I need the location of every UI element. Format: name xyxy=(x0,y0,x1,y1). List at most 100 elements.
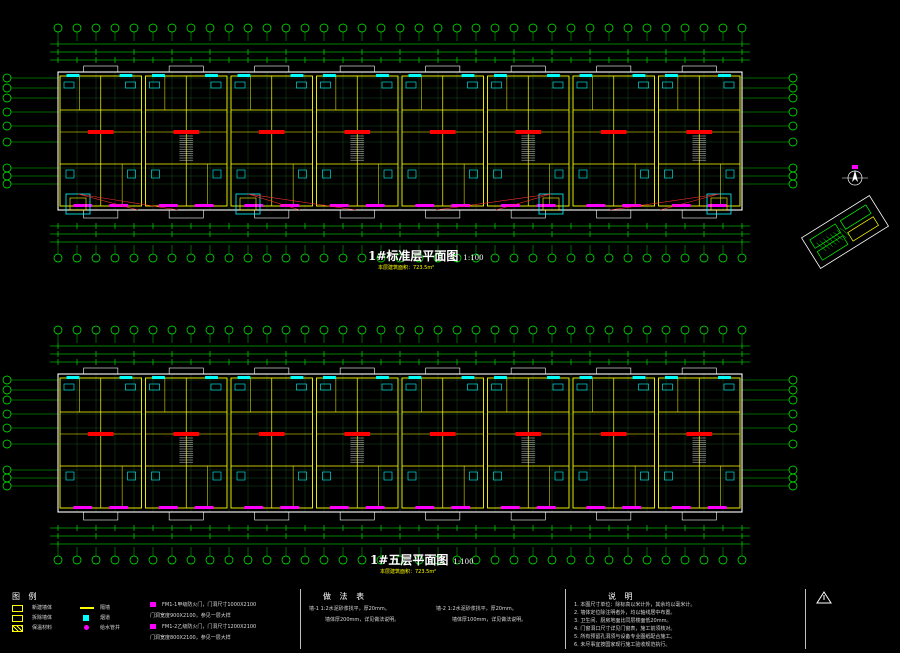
axis-bubble xyxy=(281,555,291,565)
balcony xyxy=(83,511,119,521)
axis-bubble xyxy=(319,325,329,335)
axis-bubble xyxy=(186,325,196,335)
window-mark xyxy=(718,74,731,77)
axis-bubble xyxy=(376,325,386,335)
axis-bubble xyxy=(262,23,272,33)
fixture xyxy=(662,383,673,391)
north-marker xyxy=(852,165,858,169)
note-line: 6. 未尽事宜按国家现行施工验收规范执行。 xyxy=(574,642,671,648)
axis-bubble xyxy=(718,253,728,263)
fixture xyxy=(407,471,417,481)
beam-mark xyxy=(173,130,200,134)
window-mark xyxy=(632,376,646,379)
note-line: 5. 所有预留孔洞须与设备专业图纸配合施工。 xyxy=(574,634,676,640)
window-mark xyxy=(365,506,385,509)
window-mark xyxy=(329,204,349,207)
window-mark xyxy=(205,74,218,77)
legend-item: 门洞宽度900X2100，参见一层大样 xyxy=(150,613,231,619)
axis-bubble xyxy=(433,325,443,335)
window-mark xyxy=(158,204,178,207)
axis-bubble xyxy=(205,555,215,565)
detail-leader xyxy=(609,193,720,211)
axis-bubble xyxy=(471,23,481,33)
window-mark xyxy=(415,204,435,207)
axis-bubble xyxy=(414,253,424,263)
axis-bubble xyxy=(452,23,462,33)
axis-bubble xyxy=(471,253,481,263)
axis-bubble xyxy=(2,465,12,475)
axis-bubble xyxy=(788,73,798,83)
axis-bubble xyxy=(2,171,12,181)
axis-bubble xyxy=(357,325,367,335)
window-mark xyxy=(536,204,556,207)
fixture xyxy=(640,471,649,481)
axis-bubble xyxy=(699,253,709,263)
fixture xyxy=(298,471,307,481)
axis-bubble xyxy=(414,555,424,565)
axis-bubble xyxy=(129,325,139,335)
beam-mark xyxy=(258,432,285,436)
axis-bubble xyxy=(788,409,798,419)
fixture xyxy=(149,383,160,391)
axis-bubble xyxy=(91,555,101,565)
axis-bubble xyxy=(680,23,690,33)
axis-bubble xyxy=(110,253,120,263)
window-mark xyxy=(205,376,218,379)
window-mark xyxy=(73,204,93,207)
axis-bubble xyxy=(2,423,12,433)
fixture xyxy=(296,383,307,391)
beam-mark xyxy=(87,432,114,436)
window-mark xyxy=(494,74,507,77)
fire-door-b-swatch xyxy=(150,624,156,629)
fixture xyxy=(638,383,649,391)
balcony xyxy=(339,367,375,375)
standard-floor-plan xyxy=(2,23,798,263)
axis-bubble xyxy=(490,253,500,263)
window-mark xyxy=(329,506,349,509)
balcony xyxy=(510,367,546,375)
axis-bubble xyxy=(509,23,519,33)
beam-mark xyxy=(686,432,713,436)
axis-bubble xyxy=(528,23,538,33)
window-mark xyxy=(244,506,264,509)
window-mark xyxy=(461,376,475,379)
axis-bubble xyxy=(224,555,234,565)
practice-line: 墙-1 1:2水泥砂浆找平，厚20mm。 xyxy=(309,606,390,612)
axis-bubble xyxy=(452,325,462,335)
balcony xyxy=(681,65,717,73)
axis-bubble xyxy=(661,253,671,263)
window-mark xyxy=(579,74,593,77)
window-mark xyxy=(718,376,731,379)
legend-item: 隔墙 xyxy=(100,605,111,611)
axis-bubble xyxy=(205,253,215,263)
axis-bubble xyxy=(585,23,595,33)
detail-leader xyxy=(77,193,179,211)
detail-leader xyxy=(435,193,552,211)
fixture xyxy=(125,383,136,391)
axis-bubble xyxy=(2,385,12,395)
axis-bubble xyxy=(338,253,348,263)
balcony xyxy=(510,511,546,521)
axis-bubble xyxy=(661,555,671,565)
fixture xyxy=(405,81,417,89)
axis-bubble xyxy=(547,555,557,565)
balcony xyxy=(168,367,204,375)
site-hatch xyxy=(833,232,844,241)
north-needle xyxy=(852,170,858,182)
fixture xyxy=(127,471,136,481)
fixture xyxy=(151,169,160,179)
fixture xyxy=(578,169,588,179)
axis-bubble xyxy=(395,555,405,565)
axis-bubble xyxy=(433,253,443,263)
window-mark xyxy=(586,204,606,207)
axis-bubble xyxy=(167,325,177,335)
axis-bubble xyxy=(2,375,12,385)
balcony xyxy=(339,511,375,521)
balcony xyxy=(596,511,632,521)
axis-bubble xyxy=(471,325,481,335)
balcony xyxy=(510,65,546,73)
fixture xyxy=(723,81,735,89)
